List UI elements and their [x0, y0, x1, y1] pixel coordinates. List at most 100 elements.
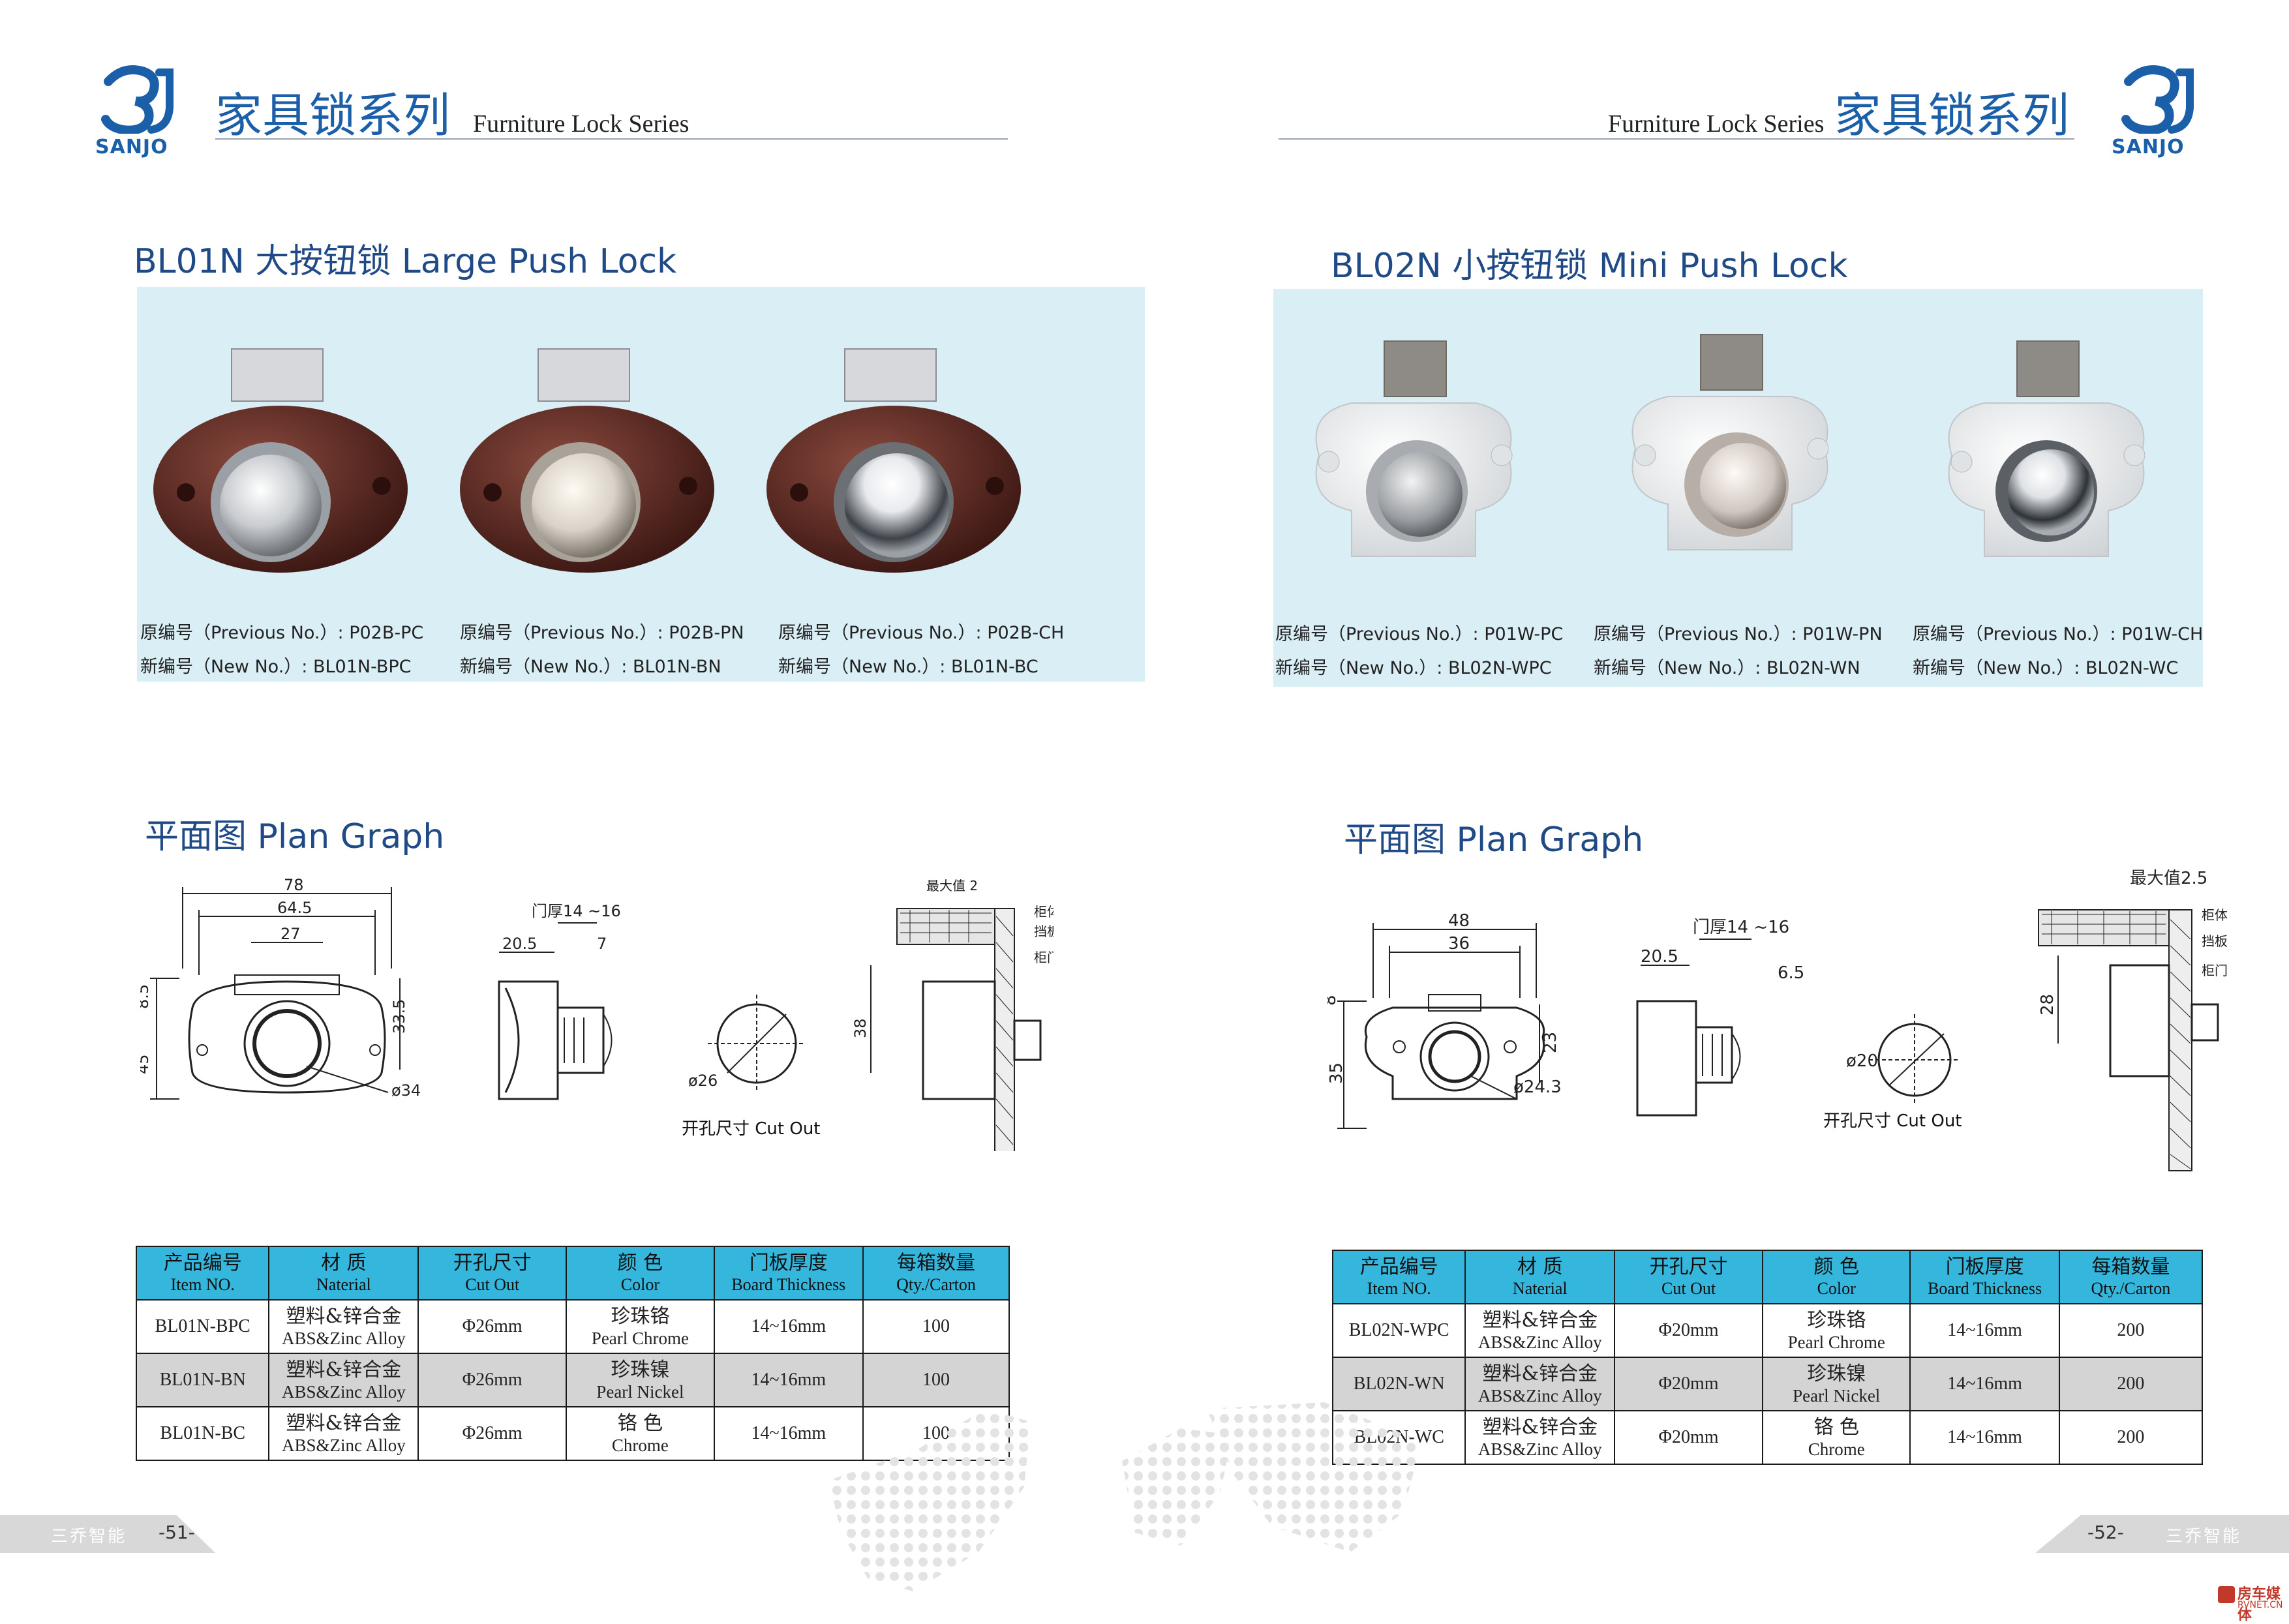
cutout-drawing-left: ø26	[688, 995, 806, 1092]
cell-cut-out: Φ20mm	[1614, 1303, 1763, 1358]
side-view-drawing-left: 门厚14 ~16 20.5 7	[498, 902, 621, 1100]
caption-prev-1-right: 原编号（Previous No.）: P01W-PC	[1275, 624, 1564, 644]
cell-item: BL02N-WPC	[1331, 1303, 1466, 1358]
footer-company-left: 三乔智能	[51, 1527, 127, 1546]
dim-23: 23	[1541, 1032, 1560, 1053]
dim-phi26: ø26	[688, 1072, 718, 1090]
dim-36: 36	[1448, 934, 1470, 954]
dim-33-5: 33.5	[390, 999, 408, 1034]
label-max-2: 最大值 2	[926, 878, 978, 894]
dim-27: 27	[280, 925, 301, 943]
cell-qty: 200	[2058, 1303, 2204, 1358]
dim-48: 48	[1448, 911, 1470, 931]
footer-band-left	[0, 1515, 215, 1553]
label-baffle: 挡板	[1034, 924, 1054, 939]
logo-mark-icon	[101, 65, 174, 135]
header-rule-right	[1279, 138, 2074, 140]
cell-cut-out: Φ26mm	[417, 1353, 568, 1407]
lock-wn-image	[1631, 334, 1829, 550]
header-rule-left	[215, 138, 1008, 140]
logo-mark-icon	[2121, 65, 2194, 135]
cutout-label-right: 开孔尺寸 Cut Out	[1823, 1111, 1962, 1131]
page-number-left: -51-	[159, 1522, 195, 1543]
caption-prev-2-right: 原编号（Previous No.）: P01W-PN	[1594, 624, 1883, 644]
caption-prev-1-left: 原编号（Previous No.）: P02B-PC	[140, 623, 424, 643]
series-title-cn-left: 家具锁系列	[215, 88, 451, 143]
label-baffle-right: 挡板	[2202, 933, 2228, 949]
watermark-url: RVNET.CN	[2237, 1600, 2283, 1610]
plan-graph-title-right: 平面图 Plan Graph	[1344, 820, 1644, 860]
mini-push-lock-photos	[1315, 334, 2145, 557]
caption-new-3-left: 新编号（New No.）: BL01N-BC	[778, 657, 1038, 677]
sanjo-logo-right	[2117, 62, 2215, 160]
dim-20-5: 20.5	[502, 935, 537, 953]
dim-phi34: ø34	[391, 1081, 421, 1100]
cell-item: BL01N-BPC	[135, 1299, 270, 1354]
dim-64-5: 64.5	[277, 899, 312, 917]
side-view-drawing-right: 门厚14 ~16 20.5 6.5	[1636, 918, 1804, 1117]
dim-8-5: 8.5	[140, 984, 152, 1009]
dim-35: 35	[1327, 1062, 1346, 1084]
dim-6-5: 6.5	[1778, 963, 1804, 983]
plan-drawings-right: 48 36 8 35 23 ø24.3 门厚14 ~16 20.5 6.5 ø2…	[1327, 869, 2228, 1171]
dim-7: 7	[597, 935, 607, 953]
cell-cut-out: Φ20mm	[1614, 1357, 1763, 1411]
cell-thickness: 14~16mm	[1909, 1410, 2060, 1465]
plan-graph-title-left: 平面图 Plan Graph	[145, 817, 445, 856]
sanjo-logo-left	[97, 62, 194, 160]
dim-8: 8	[1327, 995, 1340, 1006]
plan-drawings-left: 78 64.5 27 8.5 45 33.5 ø34 门厚14 ~16 20.5…	[140, 877, 1054, 1151]
product-title-right: BL02N 小按钮锁 Mini Push Lock	[1331, 247, 1848, 286]
caption-prev-3-right: 原编号（Previous No.）: P01W-CH	[1913, 624, 2204, 644]
label-cabinet-right: 柜体	[2202, 907, 2228, 923]
brand-name-left: SANJO	[95, 136, 168, 158]
cell-qty: 200	[2058, 1410, 2204, 1465]
dim-door-thickness: 门厚14 ~16	[532, 902, 621, 920]
dim-38: 38	[851, 1018, 870, 1038]
cell-qty: 200	[2058, 1357, 2204, 1411]
caption-prev-3-left: 原编号（Previous No.）: P02B-CH	[778, 623, 1065, 643]
caption-prev-2-left: 原编号（Previous No.）: P02B-PN	[460, 623, 744, 643]
lock-wpc-image	[1315, 340, 1513, 557]
footer-band-right	[2035, 1515, 2289, 1553]
dim-78: 78	[284, 877, 304, 894]
front-view-drawing-right: 48 36 8 35 23 ø24.3	[1327, 911, 1562, 1129]
cell-cut-out: Φ26mm	[417, 1406, 568, 1461]
page-number-right: -52-	[2087, 1522, 2124, 1543]
caption-new-1-left: 新编号（New No.）: BL01N-BPC	[140, 657, 412, 677]
watermark: 房车媒体 RVNET.CN	[2218, 1582, 2286, 1623]
dim-45: 45	[140, 1054, 152, 1074]
dim-phi24-3: ø24.3	[1513, 1077, 1562, 1097]
cell-thickness: 14~16mm	[1909, 1303, 2060, 1358]
lock-bc-image	[766, 348, 1021, 573]
cell-thickness: 14~16mm	[713, 1299, 864, 1354]
lock-bpc-image	[153, 348, 408, 573]
series-title-en-left: Furniture Lock Series	[473, 110, 690, 138]
cell-item: BL02N-WN	[1331, 1357, 1466, 1411]
cutout-label-left: 开孔尺寸 Cut Out	[682, 1119, 821, 1139]
label-cabinet-door: 柜门	[1034, 950, 1054, 965]
front-view-drawing-left: 78 64.5 27 8.5 45 33.5 ø34	[140, 877, 421, 1100]
caption-new-2-right: 新编号（New No.）: BL02N-WN	[1594, 658, 1860, 678]
